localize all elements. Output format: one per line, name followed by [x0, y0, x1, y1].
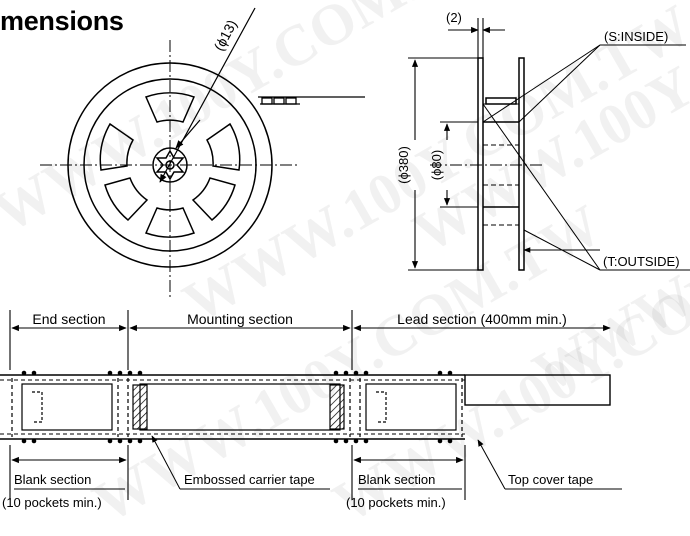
- pocket: [139, 383, 341, 431]
- reel-flange-right: [518, 57, 525, 271]
- inside-leaders: [482, 44, 686, 123]
- sprocket-holes: [21, 370, 453, 444]
- hub-dim-leader-2: [175, 119, 201, 149]
- hub-dia-label: (ϕ80): [429, 150, 444, 180]
- outside-leaders: [482, 103, 690, 271]
- section-dimensions: [9, 310, 611, 500]
- carrier-tape: [0, 374, 611, 440]
- thickness-dimension: [448, 18, 505, 58]
- outer-dia-dimension: [408, 57, 478, 271]
- reel-windows: [99, 92, 241, 238]
- tape-pockets: [11, 378, 463, 437]
- blank-section-left-note: (10 pockets min.): [2, 495, 102, 510]
- reel-side-view: [477, 57, 525, 271]
- pocket: [365, 383, 457, 431]
- reel-tape-exit: [258, 96, 365, 105]
- hub-dimension-label: (ϕ13): [211, 17, 241, 53]
- page-title: mensions: [0, 6, 124, 36]
- lead-section-label: Lead section (400mm min.): [397, 311, 567, 327]
- hub-dia-dimension: [440, 121, 478, 208]
- reel-flange-left: [477, 57, 484, 271]
- component-hatched-left: [132, 384, 148, 430]
- thickness-label: (2): [446, 10, 462, 25]
- outside-label: (T:OUTSIDE): [603, 254, 680, 269]
- mounting-section-label: Mounting section: [187, 311, 293, 327]
- embossed-tape-label: Embossed carrier tape: [184, 472, 315, 487]
- reel-hub-key: [155, 149, 185, 181]
- blank-section-right-note: (10 pockets min.): [346, 495, 446, 510]
- end-section-label: End section: [32, 311, 105, 327]
- inside-label: (S:INSIDE): [604, 29, 668, 44]
- top-cover-tape: [464, 374, 611, 406]
- blank-section-left-label: Blank section: [14, 472, 91, 487]
- hub-dim-leader: [159, 7, 256, 183]
- reel-front-centerlines: [40, 40, 300, 300]
- blank-section-right-label: Blank section: [358, 472, 435, 487]
- tape-leaders: [151, 435, 622, 490]
- component-hatched-right: [329, 384, 345, 430]
- top-cover-tape-label: Top cover tape: [508, 472, 593, 487]
- drawing-canvas: (ϕ13): [0, 7, 690, 510]
- pocket: [21, 383, 113, 431]
- outer-dia-label: (ϕ380): [396, 146, 411, 184]
